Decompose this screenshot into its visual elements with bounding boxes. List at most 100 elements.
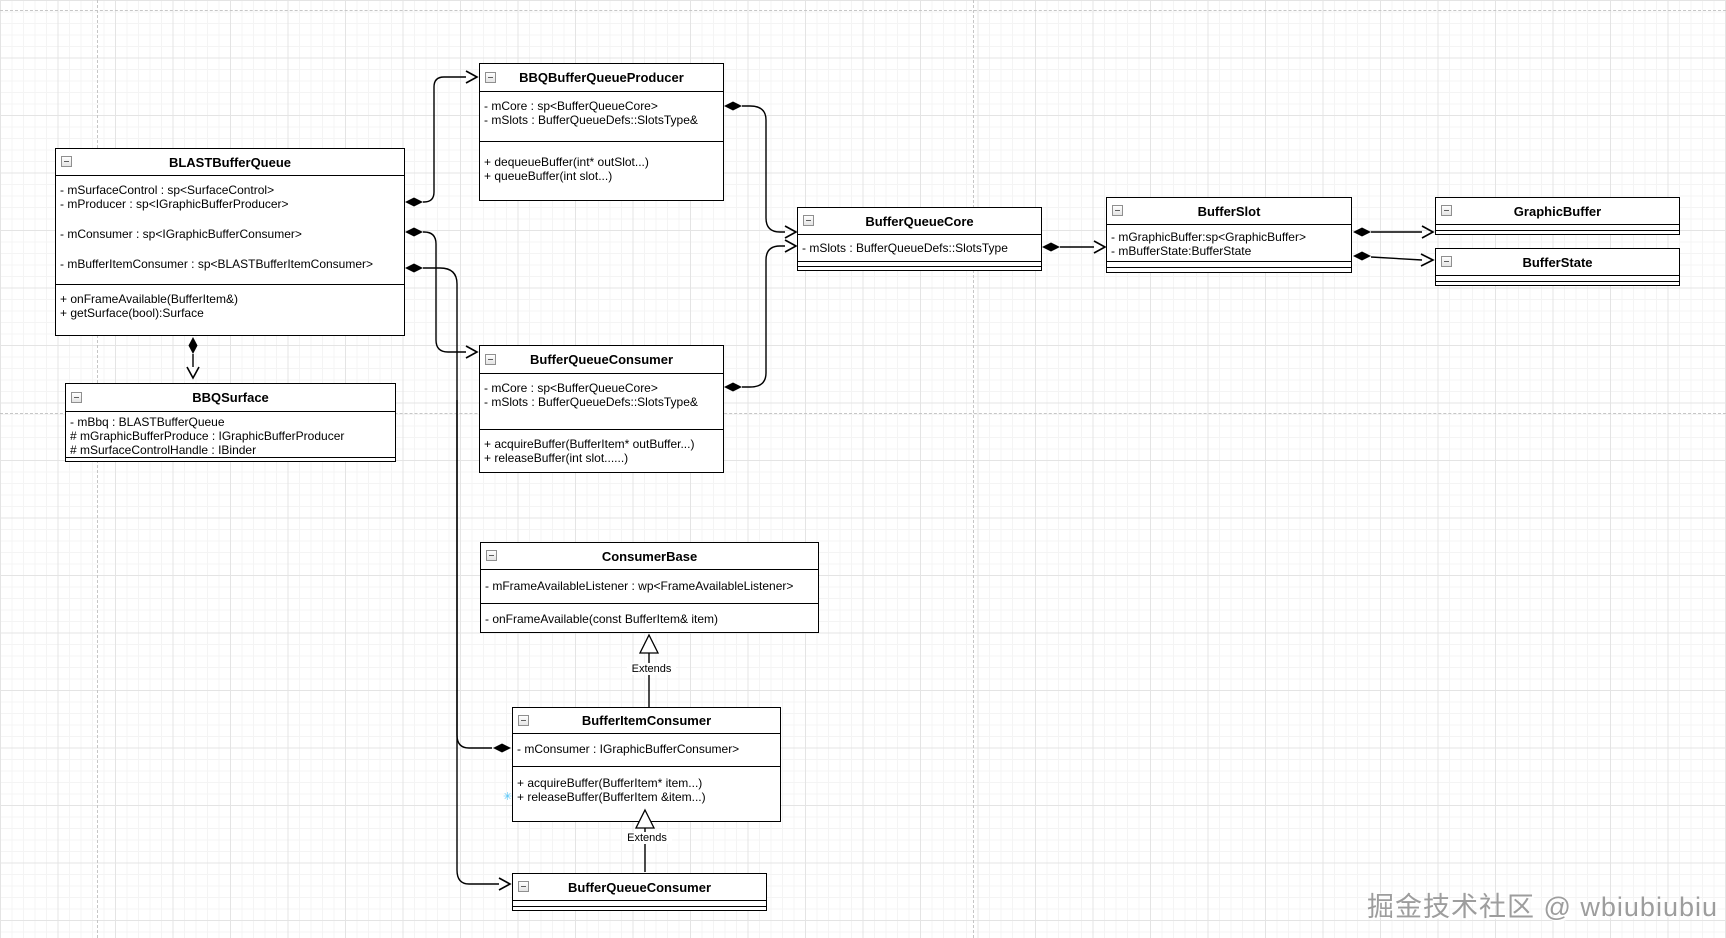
edge-slot-to-buffer-state[interactable] [1353, 251, 1435, 267]
attribute: - mGraphicBuffer:sp<GraphicBuffer> [1111, 230, 1306, 244]
class-buffer-queue-core[interactable]: BufferQueueCore - mSlots : BufferQueueDe… [797, 207, 1042, 271]
attribute: - mBbq : BLASTBufferQueue [70, 415, 225, 429]
edge-blast-to-producer[interactable] [405, 70, 479, 207]
class-consumer-base[interactable]: ConsumerBase - mFrameAvailableListener :… [480, 542, 819, 633]
method: + onFrameAvailable(BufferItem&) [60, 292, 238, 306]
collapse-icon[interactable] [518, 714, 529, 726]
open-arrowhead [465, 345, 479, 359]
composition-diamond [405, 263, 423, 273]
collapse-icon[interactable] [1441, 256, 1452, 267]
watermark: 掘金技术社区 @ wbiubiubiu [1366, 892, 1718, 922]
open-arrowhead [1093, 240, 1107, 254]
class-title: BufferQueueConsumer [529, 352, 674, 367]
class-bbq-buffer-queue-producer[interactable]: BBQBufferQueueProducer - mCore : sp<Buff… [479, 63, 724, 201]
minus-glyph [806, 220, 811, 221]
class-title: GraphicBuffer [1513, 203, 1602, 219]
class-title: BBQBufferQueueProducer [519, 70, 684, 85]
collapse-icon[interactable] [485, 71, 496, 83]
class-title: BLASTBufferQueue [168, 154, 292, 170]
collapse-icon[interactable] [803, 215, 814, 226]
class-title: BufferSlot [1197, 203, 1261, 219]
class-blast-buffer-queue[interactable]: BLASTBufferQueue - mSurfaceControl : sp<… [55, 148, 405, 336]
empty-compartment [1436, 224, 1679, 230]
empty-compartment [1436, 281, 1679, 287]
attribute: - mBufferState:BufferState [1111, 244, 1252, 258]
class-buffer-queue-consumer-base[interactable]: BufferQueueConsumer [512, 873, 767, 911]
minus-glyph [521, 886, 526, 887]
attribute: - mSlots : BufferQueueDefs::SlotsType& [484, 395, 698, 409]
attribute: # mGraphicBufferProduce : IGraphicBuffer… [70, 429, 345, 443]
attribute: - mCore : sp<BufferQueueCore> [484, 99, 658, 113]
open-arrowhead [784, 225, 798, 239]
minus-glyph [1444, 210, 1449, 211]
collapse-icon[interactable] [61, 156, 72, 167]
composition-diamond [405, 197, 423, 207]
edge-blast-to-consumer[interactable] [405, 227, 479, 359]
class-buffer-slot[interactable]: BufferSlot - mGraphicBuffer:sp<GraphicBu… [1106, 197, 1352, 273]
class-buffer-item-consumer[interactable]: BufferItemConsumer - mConsumer : IGraphi… [512, 707, 781, 822]
attribute: - mProducer : sp<IGraphicBufferProducer> [60, 197, 289, 211]
composition-diamond [1353, 227, 1371, 237]
attribute: - mSlots : BufferQueueDefs::SlotsType [802, 241, 1008, 255]
empty-compartment [1107, 261, 1351, 267]
page-boundary-horizontal [0, 10, 1726, 11]
extends-label: Extends [627, 663, 676, 675]
attribute: - mConsumer : IGraphicBufferConsumer> [517, 742, 740, 756]
empty-compartment [1436, 230, 1679, 236]
method: - onFrameAvailable(const BufferItem& ite… [485, 612, 718, 626]
minus-glyph [521, 719, 526, 721]
empty-compartment [1107, 267, 1351, 274]
minus-glyph [488, 358, 493, 360]
minus-glyph [488, 76, 493, 78]
method: + acquireBuffer(BufferItem* item...) [517, 776, 703, 790]
edge-slot-to-graphic-buffer[interactable] [1353, 225, 1435, 239]
open-arrowhead [498, 877, 512, 891]
minus-glyph [1444, 261, 1449, 262]
minus-glyph [64, 161, 69, 162]
edge-producer-to-core[interactable] [724, 101, 798, 239]
method: + queueBuffer(int slot...) [484, 169, 613, 183]
edge-blast-to-bbq-surface[interactable] [186, 337, 200, 380]
composition-diamond [724, 101, 742, 111]
empty-compartment [66, 457, 395, 462]
class-graphic-buffer[interactable]: GraphicBuffer [1435, 197, 1680, 235]
collapse-icon[interactable] [71, 391, 82, 403]
composition-diamond [1353, 251, 1371, 261]
class-buffer-state[interactable]: BufferState [1435, 248, 1680, 286]
method: + acquireBuffer(BufferItem* outBuffer...… [484, 437, 695, 451]
collapse-icon[interactable] [518, 881, 529, 892]
empty-compartment [798, 261, 1041, 266]
class-bbq-surface[interactable]: BBQSurface - mBbq : BLASTBufferQueue # m… [65, 383, 396, 462]
collapse-icon[interactable] [486, 550, 497, 561]
class-buffer-queue-consumer[interactable]: BufferQueueConsumer - mCore : sp<BufferQ… [479, 345, 724, 473]
edge-core-to-slot[interactable] [1042, 240, 1107, 254]
class-title: BufferItemConsumer [581, 713, 712, 728]
method: + getSurface(bool):Surface [60, 306, 204, 320]
method: + dequeueBuffer(int* outSlot...) [484, 155, 649, 169]
extends-label: Extends [622, 832, 672, 844]
page-boundary-vertical [97, 0, 98, 938]
class-title: BufferQueueConsumer [567, 879, 712, 895]
minus-glyph [489, 555, 494, 556]
open-arrowhead [1421, 225, 1435, 239]
empty-compartment [513, 906, 766, 912]
attribute: - mSlots : BufferQueueDefs::SlotsType& [484, 113, 698, 127]
composition-diamond [493, 743, 511, 753]
collapse-icon[interactable] [1441, 205, 1452, 216]
page-boundary-horizontal [0, 413, 1726, 414]
composition-diamond [1042, 242, 1060, 252]
composition-diamond [724, 382, 742, 392]
open-arrowhead [1420, 253, 1435, 267]
open-arrowhead [784, 239, 798, 253]
page-boundary-vertical [973, 0, 974, 938]
minus-glyph [1115, 210, 1120, 211]
empty-compartment [798, 266, 1041, 272]
class-title: BufferQueueCore [865, 213, 974, 229]
edge-consumer-to-core[interactable] [724, 239, 798, 392]
selection-handle-icon[interactable]: ✳ [503, 791, 513, 803]
class-title: ConsumerBase [601, 548, 698, 564]
collapse-icon[interactable] [485, 353, 496, 365]
collapse-icon[interactable] [1112, 205, 1123, 216]
